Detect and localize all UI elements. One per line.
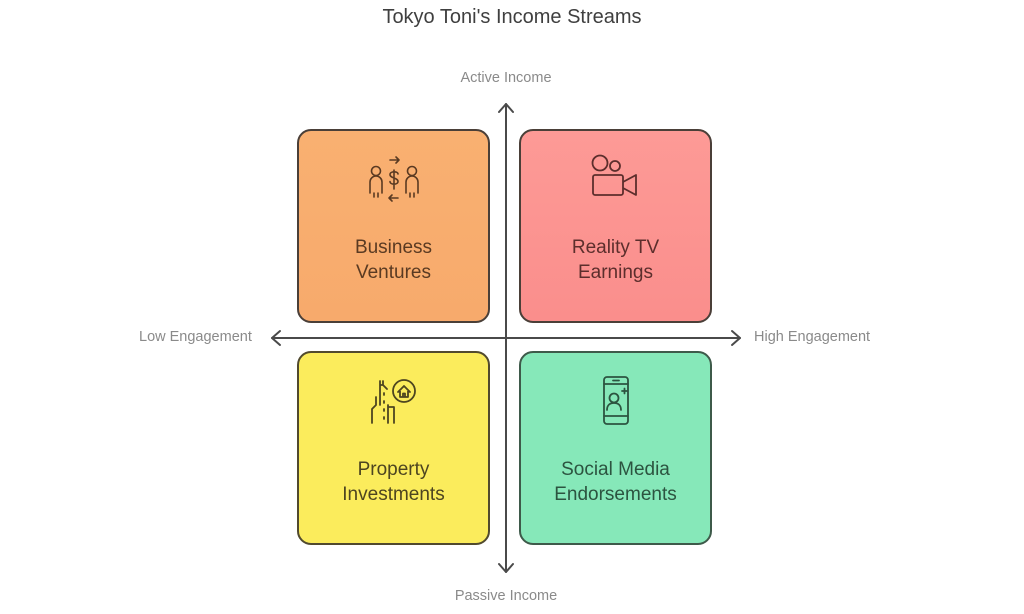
axis-label-active-income: Active Income — [460, 70, 552, 86]
arrow-down-icon — [498, 563, 514, 573]
arrow-right-icon — [731, 330, 741, 346]
axis-label-low-engagement: Low Engagement — [139, 329, 252, 345]
axis-label-passive-income: Passive Income — [454, 588, 558, 604]
building-home-icon — [370, 379, 416, 424]
diagram-title: Tokyo Toni's Income Streams — [382, 6, 642, 28]
quadrant-social-media-endorsements: Social Media Endorsements — [519, 351, 712, 545]
quadrant-label: Reality TV Earnings — [571, 237, 660, 283]
quadrant-property-investments: Property Investments — [297, 351, 490, 545]
phone-add-user-icon — [602, 376, 629, 425]
quadrant-label: Business Ventures — [354, 237, 433, 283]
quadrant-business-ventures: Business Ventures — [297, 129, 490, 323]
arrow-left-icon — [271, 330, 281, 346]
business-exchange-icon — [368, 156, 419, 202]
axis-label-high-engagement: High Engagement — [754, 329, 871, 345]
arrow-up-icon — [498, 103, 514, 113]
quadrant-label: Social Media Endorsements — [554, 459, 677, 505]
video-camera-icon — [591, 154, 637, 196]
quadrant-label: Property Investments — [342, 459, 445, 505]
quadrant-reality-tv-earnings: Reality TV Earnings — [519, 129, 712, 323]
